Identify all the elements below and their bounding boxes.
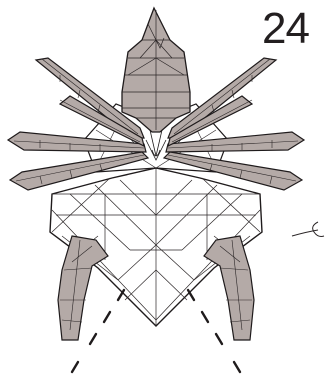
left-front-claw <box>58 236 108 340</box>
adjacent-step-fragment <box>292 222 324 237</box>
right-front-claw <box>204 236 254 340</box>
head-flap <box>122 8 190 132</box>
